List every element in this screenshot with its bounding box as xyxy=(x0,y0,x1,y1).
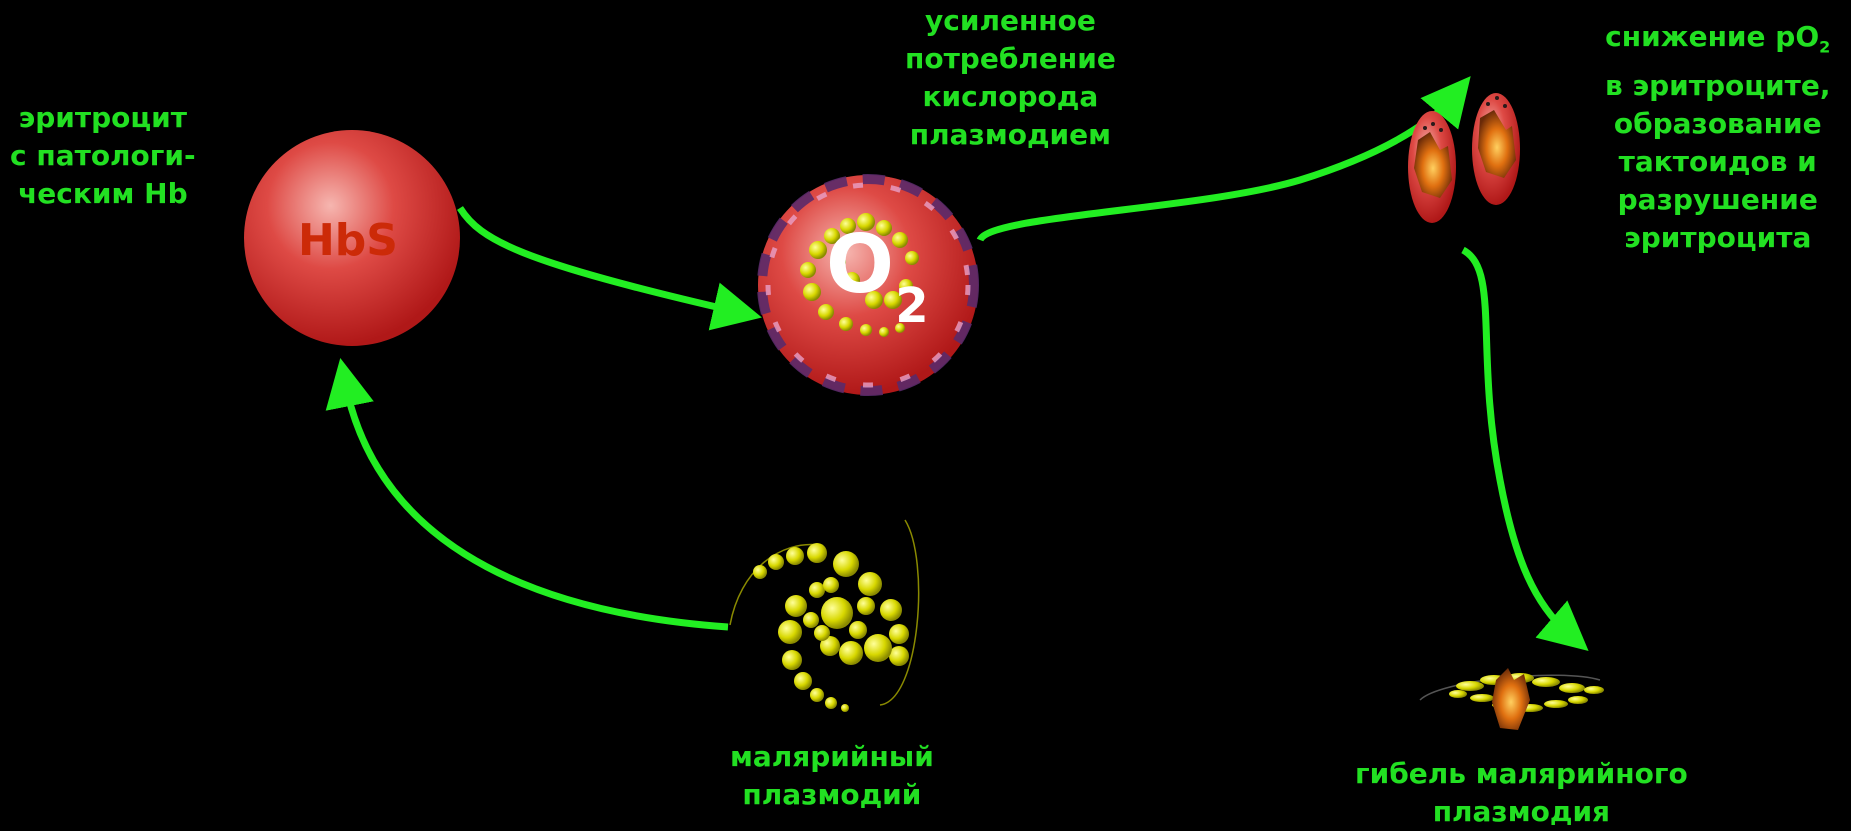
ruptured-cells-icon xyxy=(1408,93,1520,223)
arrow-hbs-to-infected xyxy=(457,206,762,331)
hbs-cell-icon: HbS xyxy=(244,130,460,346)
po2-drop-label: снижение pO2 в эритроците, образование т… xyxy=(1605,20,1831,254)
o2-subscript: 2 xyxy=(895,278,928,334)
arrow-plasmodium-to-hbs xyxy=(325,357,729,631)
oxygen-consumption-label: усиленное потребление кислорода плазмоди… xyxy=(905,4,1116,151)
hbs-cell-label: HbS xyxy=(298,215,398,266)
o2-symbol: O xyxy=(826,218,894,311)
arrow-ruptured-to-death xyxy=(1461,246,1589,651)
dead-plasmodium-icon xyxy=(1419,668,1604,730)
plasmodium-icon xyxy=(729,519,920,712)
arrow-infected-to-ruptured xyxy=(976,76,1471,243)
infected-cell-icon: O 2 xyxy=(757,174,979,396)
plasmodium-label: малярийный плазмодий xyxy=(730,740,934,811)
erythrocyte-label: эритроцит с патологи- ческим Hb xyxy=(10,101,196,210)
plasmodium-death-label: гибель малярийного плазмодия xyxy=(1355,757,1688,828)
po2-subscript: 2 xyxy=(1819,37,1831,57)
